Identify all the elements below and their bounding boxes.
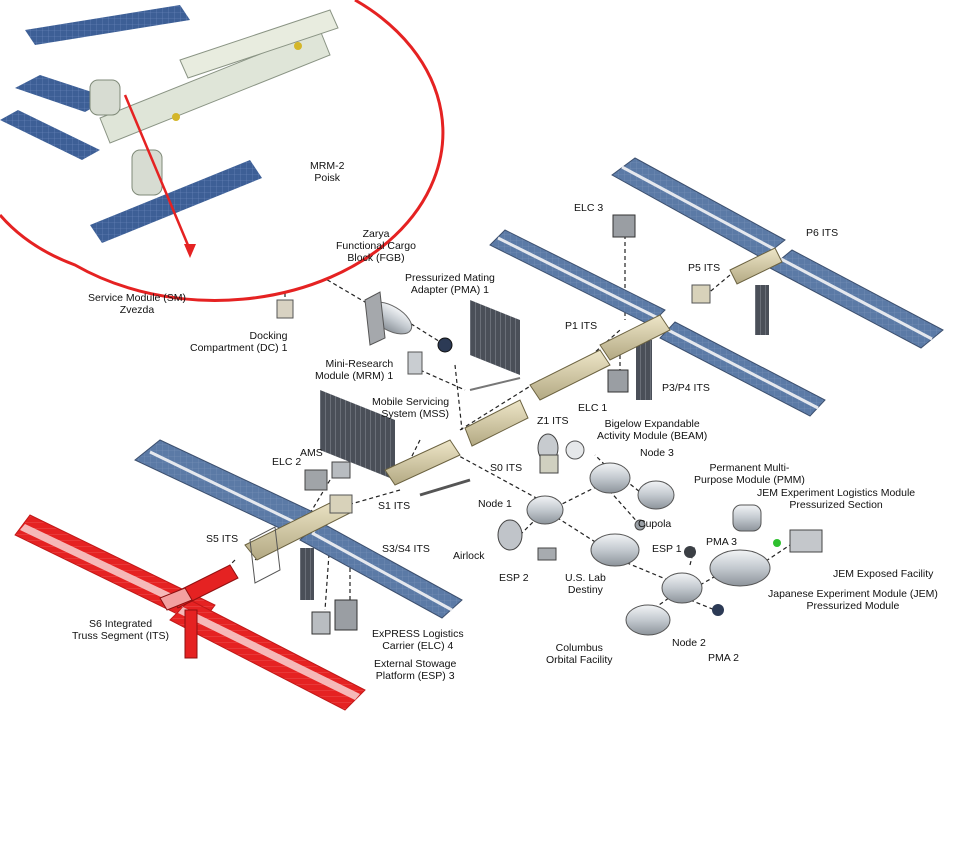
s0-truss: [464, 377, 529, 447]
label-ams: AMS: [300, 447, 323, 459]
label-s5: S5 ITS: [206, 533, 239, 545]
label-airlock: Airlock: [453, 550, 485, 562]
label-esp3: External Stowage Platform (ESP) 3: [374, 658, 457, 682]
label-p5: P5 ITS: [688, 262, 721, 274]
label-pma2: PMA 2: [708, 652, 739, 664]
label-elc4: ExPRESS Logistics Carrier (ELC) 4: [372, 628, 464, 652]
label-elc3: ELC 3: [574, 202, 604, 214]
label-docking-compartment: Docking Compartment (DC) 1: [190, 330, 288, 354]
label-elc2: ELC 2: [272, 456, 302, 468]
p6-solar-arrays: [607, 157, 944, 393]
label-mrm2: MRM-2 Poisk: [310, 160, 345, 184]
label-pma3: PMA 3: [706, 536, 737, 548]
label-jef: JEM Exposed Facility: [833, 568, 934, 580]
s1-truss-mss: [320, 390, 471, 497]
label-esp2: ESP 2: [499, 572, 529, 584]
label-p6: P6 ITS: [806, 227, 839, 239]
label-beam: Bigelow Expandable Activity Module (BEAM…: [597, 418, 708, 442]
label-s3s4: S3/S4 ITS: [382, 543, 430, 555]
label-service-module: Service Module (SM) Zvezda: [88, 292, 187, 316]
s6-truss-segment: [14, 514, 366, 711]
label-cupola: Cupola: [638, 518, 672, 530]
label-columbus: Columbus Orbital Facility: [546, 642, 613, 666]
label-s0: S0 ITS: [490, 462, 523, 474]
port-solar-arrays: [470, 229, 826, 417]
us-segment: [497, 433, 823, 636]
label-node1: Node 1: [478, 498, 512, 510]
label-s1: S1 ITS: [378, 500, 411, 512]
label-esp1: ESP 1: [652, 543, 682, 555]
label-p3p4: P3/P4 ITS: [662, 382, 710, 394]
label-elc1: ELC 1: [578, 402, 608, 414]
label-pmm: Permanent Multi- Purpose Module (PMM): [694, 462, 805, 486]
starboard-solar-arrays: [134, 439, 463, 619]
label-z1: Z1 ITS: [537, 415, 569, 427]
label-jem: Japanese Experiment Module (JEM) Pressur…: [768, 588, 938, 612]
label-zarya: Zarya Functional Cargo Block (FGB): [336, 228, 416, 264]
label-node2: Node 2: [672, 637, 706, 649]
label-node3: Node 3: [640, 447, 674, 459]
label-mss: Mobile Servicing System (MSS): [372, 396, 450, 420]
label-p1: P1 ITS: [565, 320, 598, 332]
elc4-esp3: [311, 599, 358, 635]
zoom-inset: [0, 0, 445, 302]
label-us-lab: U.S. Lab Destiny: [565, 572, 606, 596]
label-jel: JEM Experiment Logistics Module Pressuri…: [757, 487, 916, 511]
label-pma1: Pressurized Mating Adapter (PMA) 1: [405, 272, 495, 296]
s3-s4-truss: [244, 461, 353, 584]
label-s6: S6 Integrated Truss Segment (ITS): [72, 618, 170, 642]
label-mrm1: Mini-Research Module (MRM) 1: [315, 358, 394, 382]
